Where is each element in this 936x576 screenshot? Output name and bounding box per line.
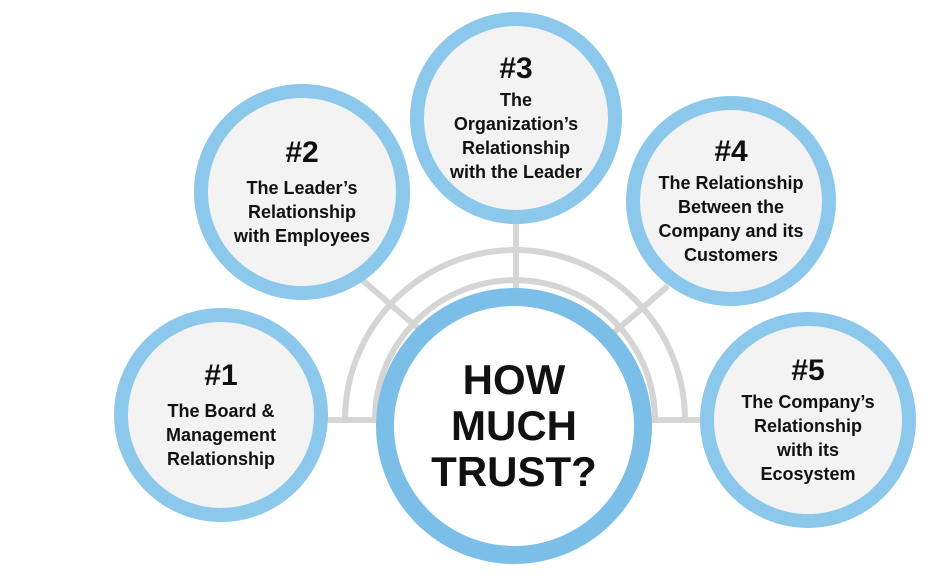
node-3-line-4: with the Leader [449, 162, 583, 182]
node-5-line-4: Ecosystem [760, 464, 856, 484]
node-4-line-3: Company and its [658, 221, 804, 241]
node-4-line-1: The Relationship [658, 173, 804, 193]
node-2-line-1: The Leader’s [246, 178, 358, 198]
node-5-line-2: Relationship [753, 416, 862, 436]
node-2: #2 The Leader’s Relationship with Employ… [194, 84, 410, 300]
node-3: #3 The Organization’s Relationship with … [410, 12, 622, 224]
center-line-3: TRUST? [431, 448, 597, 495]
node-2-line-2: Relationship [247, 202, 356, 222]
node-1-number: #1 [204, 359, 238, 392]
node-5-number: #5 [791, 354, 825, 387]
node-3-line-3: Relationship [461, 138, 570, 158]
node-1-line-1: The Board & [167, 401, 275, 421]
node-4-line-2: Between the [677, 197, 785, 217]
node-3-line-1: The [499, 90, 532, 110]
node-2-number: #2 [285, 136, 319, 169]
node-1-line-3: Relationship [166, 449, 275, 469]
connector-2 [358, 275, 422, 333]
node-4: #4 The Relationship Between the Company … [626, 96, 836, 306]
node-4-line-4: Customers [683, 245, 779, 265]
node-5: #5 The Company’s Relationship with its E… [700, 312, 916, 528]
connector-4 [610, 283, 670, 337]
node-3-line-2: Organization’s [453, 114, 579, 134]
node-5-line-3: with its [777, 440, 839, 460]
center-circle: HOW MUCH TRUST? [376, 288, 652, 564]
center-line-1: HOW [462, 356, 566, 403]
center-line-2: MUCH [451, 402, 577, 449]
node-3-number: #3 [499, 52, 533, 85]
node-5-line-1: The Company’s [741, 392, 875, 412]
node-1: #1 The Board & Management Relationship [114, 308, 328, 522]
node-2-line-3: with Employees [233, 226, 371, 246]
node-1-line-2: Management [165, 425, 277, 445]
node-4-number: #4 [714, 135, 748, 168]
